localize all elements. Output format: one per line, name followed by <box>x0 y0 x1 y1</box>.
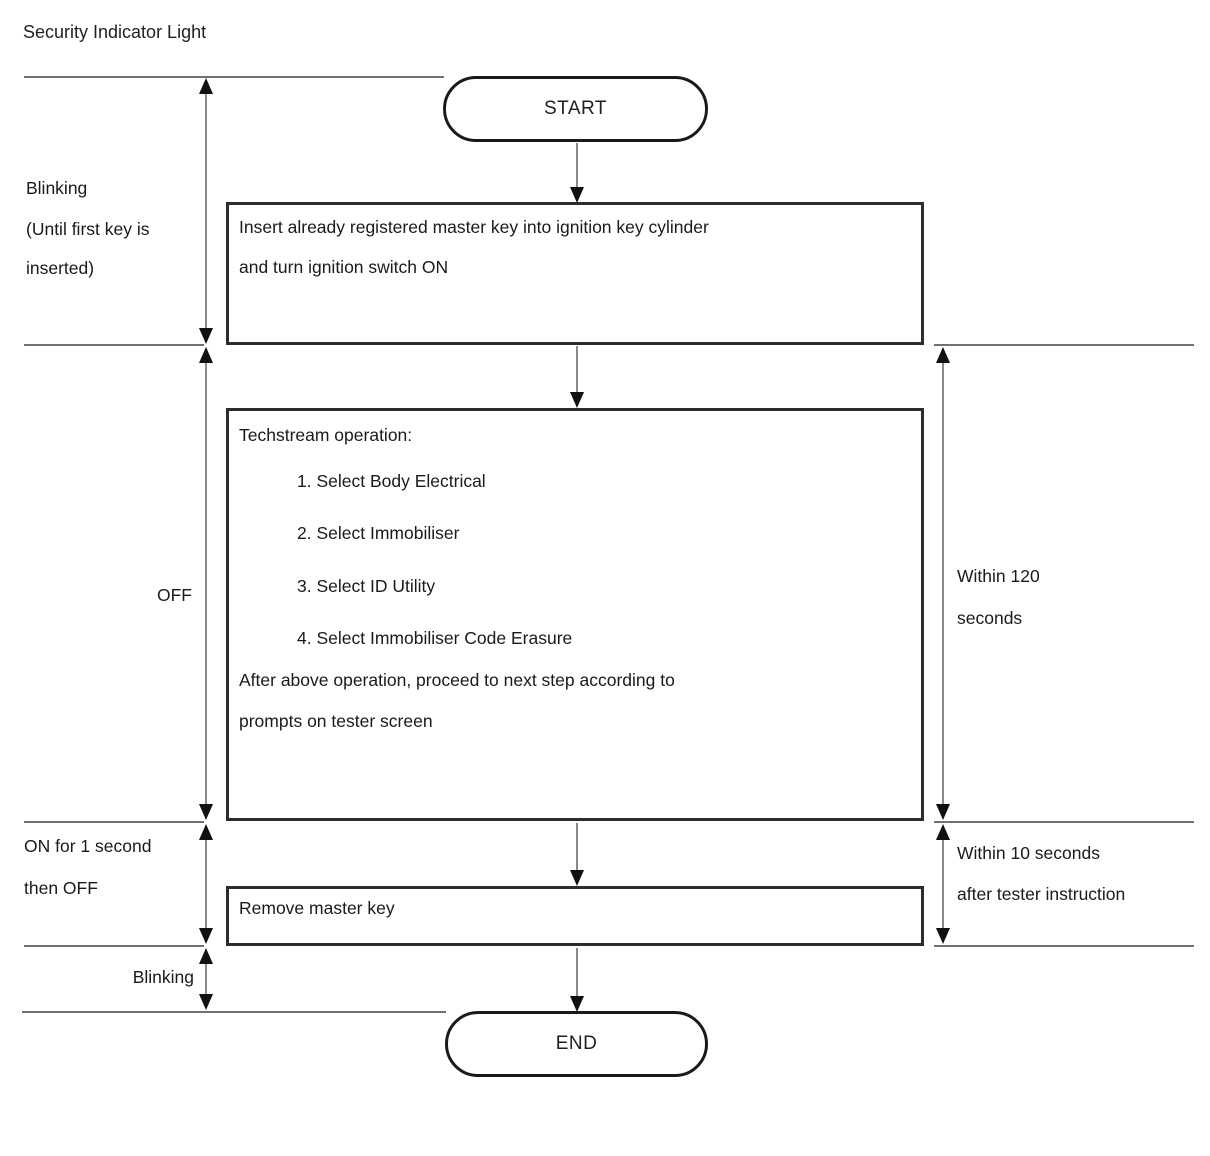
state-label-blinking-1-paren1: (Until first key is <box>26 219 150 239</box>
arrowhead-up-icon <box>199 948 213 964</box>
start-node-label: START <box>543 98 608 119</box>
arrow-shaft <box>205 350 207 817</box>
start-node: START <box>443 76 708 142</box>
timing-label-within-10-seconds: Within 10 seconds <box>957 843 1100 863</box>
timeline-line-4-left <box>24 945 204 947</box>
timeline-line-2-left <box>24 344 204 346</box>
process-step1-line1: Insert already registered master key int… <box>239 217 709 237</box>
arrowhead-down-icon <box>570 870 584 886</box>
arrowhead-down-icon <box>199 804 213 820</box>
timeline-line-5-left <box>22 1011 446 1013</box>
page-title: Security Indicator Light <box>23 22 207 42</box>
measure-arrow-on-1-second <box>199 824 213 944</box>
measure-arrow-blinking-end <box>199 948 213 1010</box>
arrow-shaft <box>942 350 944 817</box>
process-step2-item-1: 1. Select Body Electrical <box>297 471 486 491</box>
state-label-blinking-2: Blinking <box>132 967 194 987</box>
arrowhead-down-icon <box>570 392 584 408</box>
process-step2-header: Techstream operation: <box>239 425 413 445</box>
arrowhead-down-icon <box>570 187 584 203</box>
arrow-shaft <box>576 346 578 395</box>
timing-label-within-120: Within 120 <box>957 566 1040 586</box>
timeline-line-2-right <box>934 344 1194 346</box>
timeline-line-1-left <box>24 76 444 78</box>
process-step2-footer-line2: prompts on tester screen <box>239 711 433 731</box>
process-step2-item-4: 4. Select Immobiliser Code Erasure <box>297 628 573 648</box>
measure-arrow-within-10-seconds <box>936 824 950 944</box>
process-step1-line2: and turn ignition switch ON <box>239 257 449 277</box>
process-step2-item-2: 2. Select Immobiliser <box>297 523 460 543</box>
arrowhead-down-icon <box>570 996 584 1012</box>
arrow-shaft <box>205 951 207 1007</box>
arrowhead-down-icon <box>936 928 950 944</box>
arrow-shaft <box>942 827 944 941</box>
arrowhead-up-icon <box>199 824 213 840</box>
arrowhead-up-icon <box>199 78 213 94</box>
flow-connector-start-to-step1 <box>570 143 584 203</box>
arrow-shaft <box>576 823 578 873</box>
arrow-shaft <box>205 827 207 941</box>
arrow-shaft <box>576 143 578 190</box>
arrow-shaft <box>205 81 207 341</box>
end-node-label: END <box>555 1033 598 1054</box>
process-step2-footer-line1: After above operation, proceed to next s… <box>239 670 675 690</box>
arrowhead-up-icon <box>199 347 213 363</box>
arrow-shaft <box>576 948 578 999</box>
arrowhead-down-icon <box>199 328 213 344</box>
state-label-then-off: then OFF <box>24 878 98 898</box>
process-step2-item-3: 3. Select ID Utility <box>297 576 436 596</box>
timeline-line-3-left <box>24 821 204 823</box>
state-label-blinking-1-paren2: inserted) <box>26 258 95 278</box>
timing-label-after-tester-instruction: after tester instruction <box>957 884 1126 904</box>
state-label-blinking-1: Blinking <box>26 178 88 198</box>
process-step2-techstream-operation: Techstream operation: 1. Select Body Ele… <box>226 408 924 821</box>
flow-connector-step3-to-end <box>570 948 584 1012</box>
measure-arrow-blinking-until-first-key <box>199 78 213 344</box>
process-step3-label: Remove master key <box>239 898 395 918</box>
end-node: END <box>445 1011 708 1077</box>
timing-label-within-120-seconds: seconds <box>957 608 1023 628</box>
arrowhead-down-icon <box>199 994 213 1010</box>
state-label-on-1-second: ON for 1 second <box>24 836 152 856</box>
flow-connector-step1-to-step2 <box>570 346 584 408</box>
state-label-off: OFF <box>157 585 192 605</box>
timeline-line-4-right <box>934 945 1194 947</box>
measure-arrow-within-120-seconds <box>936 347 950 820</box>
process-step3-remove-key: Remove master key <box>226 886 924 946</box>
measure-arrow-off <box>199 347 213 820</box>
flow-connector-step2-to-step3 <box>570 823 584 886</box>
arrowhead-down-icon <box>199 928 213 944</box>
timeline-line-3-right <box>934 821 1194 823</box>
arrowhead-down-icon <box>936 804 950 820</box>
process-step1-insert-key: Insert already registered master key int… <box>226 202 924 345</box>
arrowhead-up-icon <box>936 347 950 363</box>
arrowhead-up-icon <box>936 824 950 840</box>
